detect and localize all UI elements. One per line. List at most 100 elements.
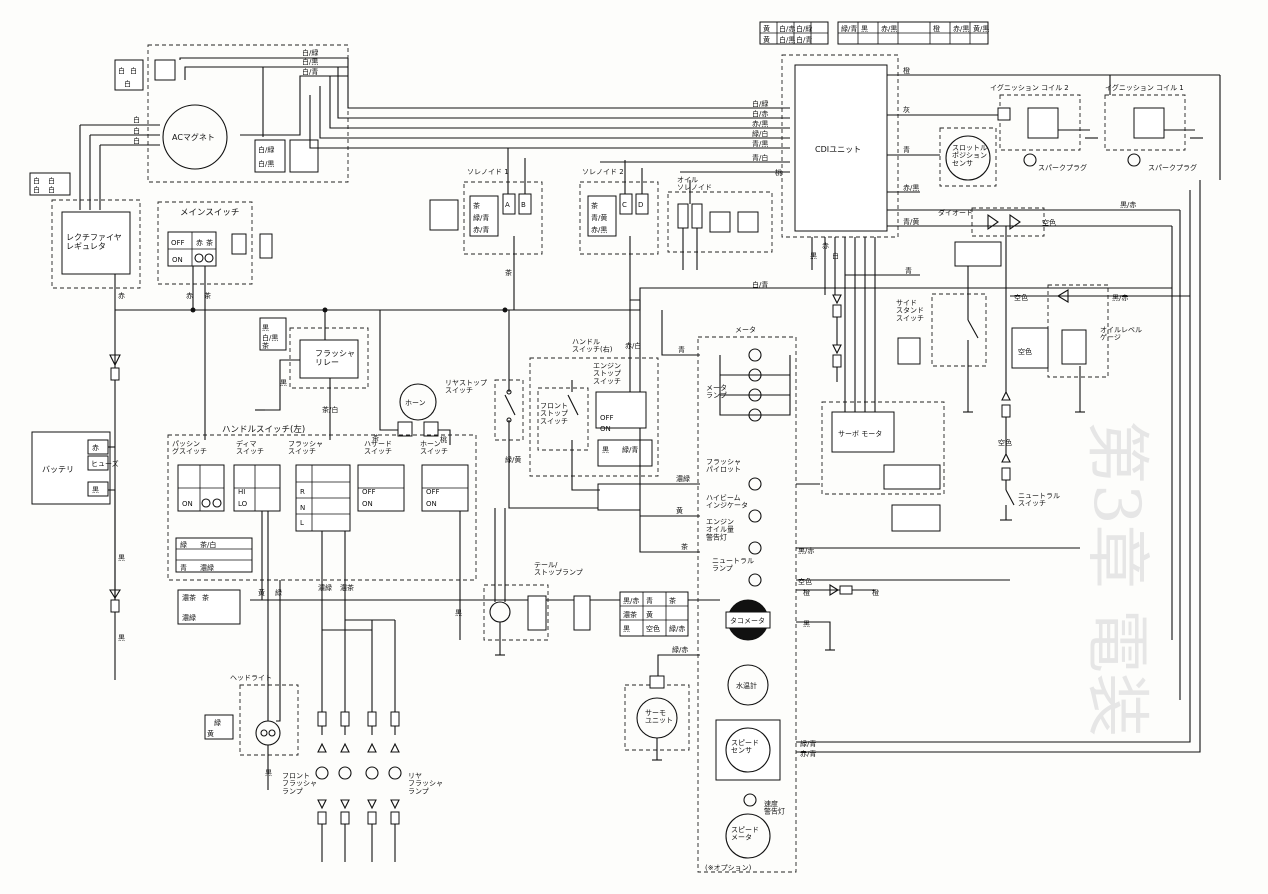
- svg-text:緑/青: 緑/青: [841, 24, 857, 33]
- svg-text:黒: 黒: [280, 379, 287, 387]
- svg-text:赤/青: 赤/青: [473, 225, 489, 234]
- svg-text:ハンドルスイッチ(左): ハンドルスイッチ(左): [222, 424, 305, 435]
- svg-text:白/緑: 白/緑: [258, 145, 274, 154]
- svg-text:ハンドルスイッチ(右): ハンドルスイッチ(右): [572, 338, 613, 354]
- battery: バッテリ 赤 ヒューズ 黒: [31, 431, 119, 505]
- headlight: ヘッドライト 緑 黄: [204, 674, 299, 756]
- svg-text:スロットルポジションセンサ: スロットルポジションセンサ: [952, 144, 987, 167]
- svg-text:橙: 橙: [803, 588, 810, 597]
- svg-text:メータランプ: メータランプ: [706, 383, 727, 400]
- svg-text:白/黒: 白/黒: [302, 57, 318, 66]
- svg-text:濃茶: 濃茶: [340, 583, 354, 592]
- svg-text:空色: 空色: [1014, 293, 1028, 302]
- svg-text:緑/青: 緑/青: [800, 739, 816, 748]
- svg-text:黄: 黄: [258, 588, 265, 597]
- svg-text:茶: 茶: [372, 433, 379, 442]
- svg-text:白: 白: [48, 185, 55, 194]
- svg-text:ソレノイド 2: ソレノイド 2: [582, 168, 624, 176]
- svg-text:サーモユニット: サーモユニット: [645, 709, 673, 725]
- svg-text:黒: 黒: [602, 446, 609, 454]
- svg-text:イグニッション コイル 2: イグニッション コイル 2: [990, 83, 1069, 92]
- svg-text:白: 白: [118, 66, 125, 75]
- svg-text:青: 青: [903, 145, 910, 154]
- svg-text:青/黄: 青/黄: [903, 217, 919, 226]
- svg-text:赤/黒: 赤/黒: [881, 25, 897, 33]
- svg-text:リヤフラッシャランプ: リヤフラッシャランプ: [408, 772, 443, 795]
- svg-text:白: 白: [133, 136, 140, 145]
- svg-text:黒/赤: 黒/赤: [623, 597, 639, 605]
- svg-text:茶: 茶: [681, 542, 688, 551]
- svg-text:白: 白: [33, 185, 40, 194]
- svg-text:茶/白: 茶/白: [200, 540, 216, 549]
- svg-text:ON: ON: [362, 500, 373, 508]
- svg-text:フラッシャリレー: フラッシャリレー: [315, 349, 355, 367]
- svg-text:ダイオード: ダイオード: [938, 208, 973, 217]
- svg-text:白/緑: 白/緑: [796, 24, 812, 33]
- svg-text:ホーン: ホーン: [405, 399, 426, 407]
- ignition-coil-2: イグニッション コイル 2 スパークプラグ: [990, 83, 1087, 172]
- svg-text:白/赤: 白/赤: [779, 24, 795, 33]
- svg-text:赤: 赤: [92, 444, 99, 452]
- throttle-position-sensor: スロットルポジションセンサ: [939, 127, 997, 187]
- svg-text:濃緑: 濃緑: [318, 583, 332, 592]
- svg-text:赤/黒: 赤/黒: [591, 226, 607, 234]
- svg-text:赤: 赤: [822, 242, 829, 250]
- svg-text:白/黒: 白/黒: [779, 35, 795, 44]
- svg-text:メインスイッチ: メインスイッチ: [180, 208, 239, 218]
- svg-text:黒: 黒: [92, 486, 99, 494]
- svg-text:緑: 緑: [275, 588, 282, 597]
- svg-text:白/赤: 白/赤: [752, 109, 768, 118]
- svg-text:茶: 茶: [669, 596, 676, 605]
- horn: ホーン: [397, 383, 439, 437]
- svg-text:ON: ON: [182, 500, 193, 508]
- svg-text:白/緑: 白/緑: [302, 48, 318, 57]
- main-switch: メインスイッチ OFF ON 赤 茶: [157, 201, 273, 285]
- svg-text:灰: 灰: [903, 105, 910, 114]
- svg-text:橙: 橙: [872, 588, 879, 597]
- svg-text:イグニッション コイル 1: イグニッション コイル 1: [1105, 83, 1184, 92]
- svg-text:赤: 赤: [186, 292, 193, 300]
- svg-text:オイルレベルゲージ: オイルレベルゲージ: [1100, 326, 1142, 342]
- svg-text:白: 白: [124, 79, 131, 88]
- svg-text:橙: 橙: [903, 66, 910, 75]
- svg-text:空色: 空色: [1042, 218, 1056, 227]
- svg-text:サイドスタンドスイッチ: サイドスタンドスイッチ: [896, 299, 924, 322]
- ignition-coil-1: イグニッション コイル 1 スパークプラグ: [1104, 83, 1197, 172]
- svg-text:濃茶: 濃茶: [182, 593, 196, 602]
- svg-text:黄: 黄: [676, 506, 683, 515]
- svg-text:フロントストップスイッチ: フロントストップスイッチ: [540, 402, 568, 425]
- svg-text:LO: LO: [238, 500, 248, 508]
- svg-text:白: 白: [832, 251, 839, 260]
- svg-text:茶: 茶: [206, 238, 213, 247]
- svg-text:サーボ モータ: サーボ モータ: [838, 429, 882, 438]
- svg-text:ソレノイド 1: ソレノイド 1: [467, 168, 509, 176]
- svg-text:空色: 空色: [798, 577, 812, 586]
- diode: ダイオード 空色: [938, 207, 1056, 267]
- ground-symbols: [255, 137, 1203, 761]
- svg-text:OFF: OFF: [600, 414, 614, 422]
- svg-text:茶: 茶: [591, 201, 598, 210]
- svg-text:B: B: [521, 201, 526, 209]
- svg-text:黄: 黄: [646, 610, 653, 619]
- svg-text:オイルソレノイド: オイルソレノイド: [677, 176, 712, 192]
- svg-text:D: D: [638, 201, 643, 209]
- svg-text:茶: 茶: [204, 291, 211, 300]
- svg-text:N: N: [300, 504, 305, 512]
- svg-text:ヒューズ: ヒューズ: [91, 459, 119, 468]
- svg-text:ハイビームインジケータ: ハイビームインジケータ: [706, 493, 748, 510]
- svg-text:ON: ON: [600, 425, 611, 433]
- rectifier-regulator: レクチファイヤレギュレタ: [51, 199, 141, 289]
- svg-text:白: 白: [33, 176, 40, 185]
- svg-text:緑/青: 緑/青: [473, 213, 489, 222]
- svg-text:白/青: 白/青: [302, 67, 318, 76]
- watermark: 第3章 電装: [1079, 420, 1153, 737]
- svg-text:黒: 黒: [810, 252, 817, 260]
- svg-text:緑/赤: 緑/赤: [669, 624, 685, 633]
- svg-text:赤/黒: 赤/黒: [953, 25, 969, 33]
- svg-text:フロントフラッシャランプ: フロントフラッシャランプ: [282, 772, 317, 795]
- svg-text:OFF: OFF: [171, 239, 185, 247]
- svg-text:青/白: 青/白: [752, 153, 768, 162]
- svg-text:スパークプラグ: スパークプラグ: [1038, 163, 1087, 172]
- svg-text:緑: 緑: [180, 540, 187, 549]
